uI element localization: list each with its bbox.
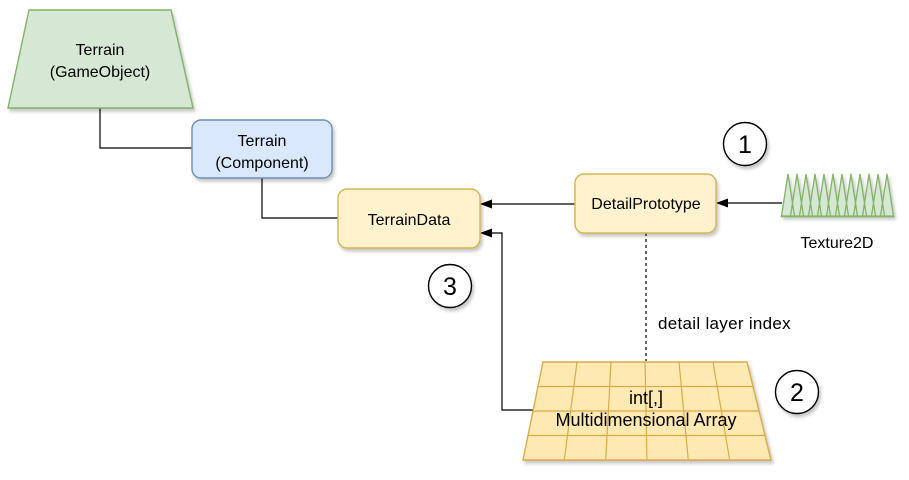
badge-1-circle [722, 121, 768, 167]
badge-2: 2 [774, 369, 820, 415]
arrowhead-left-icon [716, 198, 728, 208]
node-terraindata: TerrainData [337, 188, 481, 249]
texture2d-icon [780, 173, 895, 217]
array-grid-lines [528, 361, 765, 461]
node-detailprototype: DetailPrototype [574, 173, 717, 234]
badge-3: 3 [427, 263, 473, 309]
texture2d-label: Texture2D [801, 235, 874, 252]
arrow-texture2d-to-detailprototype [716, 198, 782, 208]
badge-2-label: 2 [790, 379, 804, 407]
badge-1-label: 1 [738, 131, 752, 159]
badge-1: 1 [722, 121, 768, 167]
node-terrain-component: Terrain (Component) [191, 119, 333, 179]
node-texture2d: Texture2D [780, 173, 895, 252]
terrain-gameobject-label-line1: Terrain [76, 42, 125, 59]
node-terrain-gameobject: Terrain (GameObject) [7, 9, 194, 109]
array-label-line2: Multidimensional Array [555, 410, 736, 430]
terraindata-label: TerrainData [368, 212, 451, 229]
array-label-line1: int[,] [629, 388, 663, 408]
terraindata-shape [337, 188, 481, 249]
detailprototype-label: DetailPrototype [591, 196, 700, 213]
detailprototype-shape [574, 173, 717, 234]
connector-component-to-terraindata [261, 178, 338, 219]
badge-3-circle [427, 263, 473, 309]
badge-2-circle [774, 369, 820, 415]
arrowhead-left-icon [480, 228, 492, 238]
badge-3-label: 3 [443, 273, 457, 301]
terrain-gameobject-shape [7, 9, 194, 109]
detail-layer-index-label: detail layer index [658, 314, 791, 333]
terrain-component-label-line1: Terrain [238, 133, 287, 150]
arrow-detailprototype-to-terraindata [480, 199, 575, 209]
arrow-shaft [491, 232, 533, 411]
terrain-component-shape [191, 119, 333, 179]
arrowhead-left-icon [480, 199, 492, 209]
connector-gameobject-to-component [99, 108, 192, 149]
terrain-component-label-line2: (Component) [215, 155, 308, 172]
arrow-array-to-terraindata [480, 228, 533, 411]
node-multidimensional-array: int[,] Multidimensional Array [522, 361, 772, 461]
terrain-gameobject-label-line2: (GameObject) [50, 64, 150, 81]
